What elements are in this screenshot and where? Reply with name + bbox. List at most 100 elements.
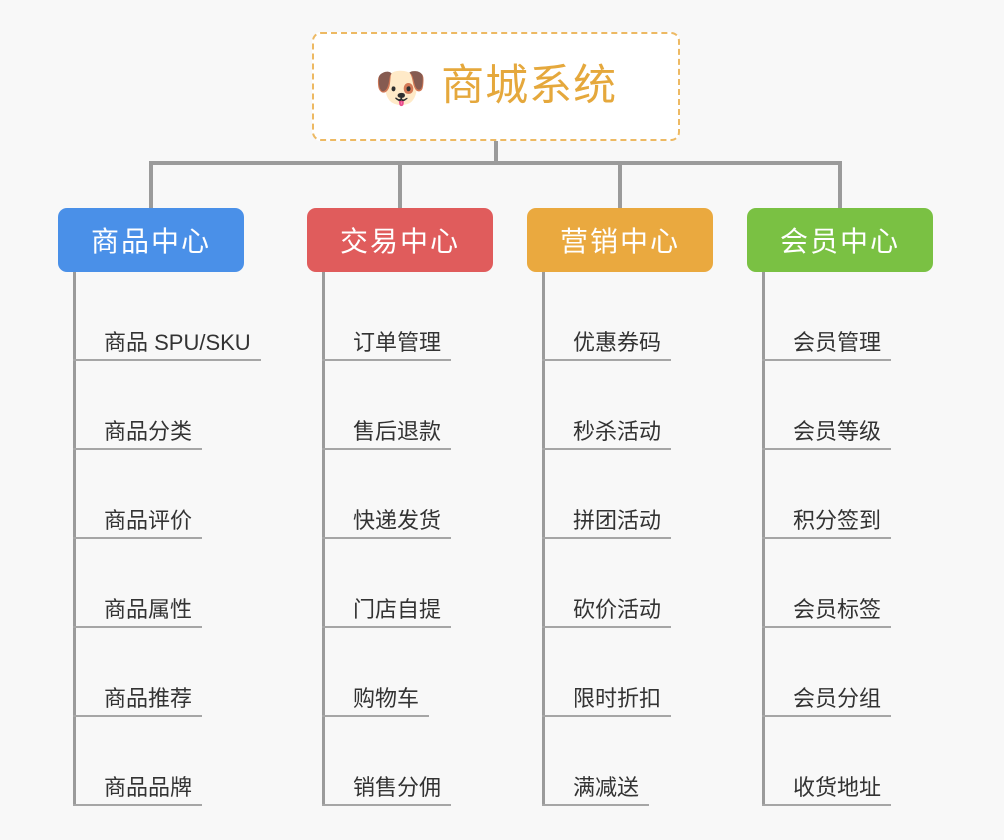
column-product-center: 商品中心商品 SPU/SKU 商品分类商品评价商品属性商品推荐商品品牌 xyxy=(58,208,261,806)
leaf-item-label: 订单管理 xyxy=(353,329,442,355)
leaf-item-underline xyxy=(762,359,891,361)
leaf-item-underline xyxy=(73,715,202,717)
leaf-item-underline xyxy=(762,448,891,450)
leaf-list-marketing-center: 优惠券码秒杀活动拼团活动砍价活动限时折扣满减送 xyxy=(542,272,713,806)
leaf-list-product-center: 商品 SPU/SKU 商品分类商品评价商品属性商品推荐商品品牌 xyxy=(73,272,261,806)
leaf-item-underline xyxy=(762,715,891,717)
leaf-item-label: 收货地址 xyxy=(793,774,882,800)
root-node-label: 商城系统 xyxy=(441,62,618,110)
connector-branch-marketing-center xyxy=(618,161,622,208)
leaf-item-underline xyxy=(322,715,429,717)
leaf-item[interactable]: 商品分类 xyxy=(73,361,244,450)
leaf-item-label: 商品 SPU/SKU xyxy=(104,329,251,355)
leaf-item[interactable]: 秒杀活动 xyxy=(542,361,713,450)
leaf-item-underline xyxy=(73,537,202,539)
leaf-item-underline xyxy=(762,804,891,806)
leaf-item-label: 会员等级 xyxy=(793,418,882,444)
connector-trunk-member-center xyxy=(762,272,765,806)
leaf-item-underline xyxy=(73,359,261,361)
leaf-item-label: 限时折扣 xyxy=(573,685,662,711)
leaf-item[interactable]: 商品推荐 xyxy=(73,628,244,717)
leaf-item[interactable]: 拼团活动 xyxy=(542,450,713,539)
leaf-item-underline xyxy=(73,448,202,450)
leaf-item-label: 商品评价 xyxy=(104,507,193,533)
leaf-item[interactable]: 商品 SPU/SKU xyxy=(73,272,261,361)
leaf-item[interactable]: 满减送 xyxy=(542,717,713,806)
category-header-label: 营销中心 xyxy=(559,226,680,257)
leaf-item-label: 销售分佣 xyxy=(353,774,442,800)
connector-branch-trade-center xyxy=(398,161,402,208)
connector-horizontal-bus xyxy=(150,161,840,165)
leaf-item-label: 商品品牌 xyxy=(104,774,193,800)
leaf-item[interactable]: 会员等级 xyxy=(762,361,933,450)
leaf-item[interactable]: 会员标签 xyxy=(762,539,933,628)
leaf-item-label: 拼团活动 xyxy=(573,507,662,533)
leaf-item-label: 会员分组 xyxy=(793,685,882,711)
leaf-item[interactable]: 收货地址 xyxy=(762,717,933,806)
category-header-product-center[interactable]: 商品中心 xyxy=(58,208,244,272)
leaf-item[interactable]: 积分签到 xyxy=(762,450,933,539)
column-marketing-center: 营销中心优惠券码秒杀活动拼团活动砍价活动限时折扣满减送 xyxy=(527,208,713,806)
leaf-item-underline xyxy=(73,626,202,628)
leaf-item[interactable]: 售后退款 xyxy=(322,361,493,450)
leaf-item[interactable]: 商品属性 xyxy=(73,539,244,628)
connector-root-vertical xyxy=(494,141,498,163)
leaf-item-label: 秒杀活动 xyxy=(573,418,662,444)
leaf-item-label: 购物车 xyxy=(353,685,420,711)
column-trade-center: 交易中心订单管理售后退款快递发货门店自提购物车销售分佣 xyxy=(307,208,493,806)
leaf-item-underline xyxy=(322,448,451,450)
category-header-label: 商品中心 xyxy=(90,226,211,257)
leaf-item-underline xyxy=(542,448,671,450)
root-node[interactable]: 🐶 商城系统 xyxy=(312,32,680,141)
leaf-item[interactable]: 商品品牌 xyxy=(73,717,244,806)
leaf-item[interactable]: 购物车 xyxy=(322,628,493,717)
leaf-item[interactable]: 限时折扣 xyxy=(542,628,713,717)
leaf-item-underline xyxy=(322,804,451,806)
leaf-item-underline xyxy=(542,359,671,361)
leaf-item-label: 商品属性 xyxy=(104,596,193,622)
leaf-item-label: 积分签到 xyxy=(793,507,882,533)
leaf-list-trade-center: 订单管理售后退款快递发货门店自提购物车销售分佣 xyxy=(322,272,493,806)
leaf-item[interactable]: 订单管理 xyxy=(322,272,493,361)
leaf-item-label: 门店自提 xyxy=(353,596,442,622)
leaf-item[interactable]: 门店自提 xyxy=(322,539,493,628)
leaf-item-underline xyxy=(762,626,891,628)
leaf-item-underline xyxy=(322,537,451,539)
connector-trunk-trade-center xyxy=(322,272,325,806)
connector-trunk-marketing-center xyxy=(542,272,545,806)
connector-branch-member-center xyxy=(838,161,842,208)
category-header-label: 交易中心 xyxy=(339,226,460,257)
leaf-item-label: 快递发货 xyxy=(353,507,442,533)
leaf-item-label: 商品分类 xyxy=(104,418,193,444)
connector-branch-product-center xyxy=(149,161,153,208)
leaf-item-underline xyxy=(542,715,671,717)
shiba-dog-face-icon: 🐶 xyxy=(374,63,428,111)
leaf-item-label: 商品推荐 xyxy=(104,685,193,711)
leaf-item-label: 售后退款 xyxy=(353,418,442,444)
leaf-item-label: 会员标签 xyxy=(793,596,882,622)
leaf-item-label: 会员管理 xyxy=(793,329,882,355)
leaf-item[interactable]: 快递发货 xyxy=(322,450,493,539)
leaf-item[interactable]: 砍价活动 xyxy=(542,539,713,628)
leaf-item-underline xyxy=(542,626,671,628)
leaf-item-underline xyxy=(542,804,649,806)
leaf-list-member-center: 会员管理会员等级积分签到会员标签会员分组收货地址 xyxy=(762,272,933,806)
leaf-item-underline xyxy=(322,626,451,628)
leaf-item[interactable]: 会员管理 xyxy=(762,272,933,361)
leaf-item-underline xyxy=(322,359,451,361)
leaf-item-underline xyxy=(762,537,891,539)
category-header-marketing-center[interactable]: 营销中心 xyxy=(527,208,713,272)
column-member-center: 会员中心会员管理会员等级积分签到会员标签会员分组收货地址 xyxy=(747,208,933,806)
leaf-item[interactable]: 会员分组 xyxy=(762,628,933,717)
category-header-member-center[interactable]: 会员中心 xyxy=(747,208,933,272)
connector-trunk-product-center xyxy=(73,272,76,806)
leaf-item-underline xyxy=(73,804,202,806)
leaf-item[interactable]: 销售分佣 xyxy=(322,717,493,806)
category-header-trade-center[interactable]: 交易中心 xyxy=(307,208,493,272)
leaf-item-label: 砍价活动 xyxy=(573,596,662,622)
leaf-item[interactable]: 优惠券码 xyxy=(542,272,713,361)
leaf-item[interactable]: 商品评价 xyxy=(73,450,244,539)
leaf-item-label: 满减送 xyxy=(573,774,640,800)
leaf-item-label: 优惠券码 xyxy=(573,329,662,355)
